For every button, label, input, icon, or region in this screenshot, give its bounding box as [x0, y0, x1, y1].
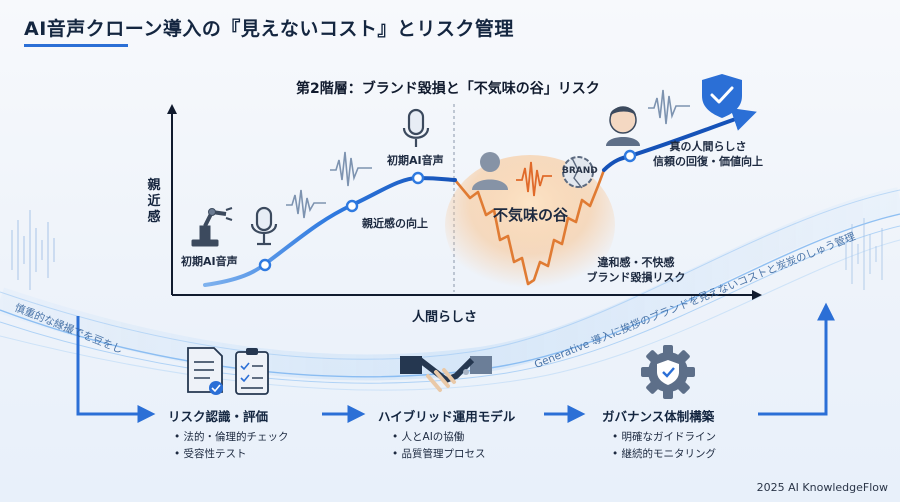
microphone-icon	[250, 206, 278, 246]
person-silhouette-icon	[472, 152, 508, 190]
page-title: AI音声クローン導入の『見えないコスト』とリスク管理	[24, 18, 514, 40]
label-true-human-line2: 信頼の回復・価値向上	[653, 155, 763, 168]
human-avatar-icon	[606, 106, 640, 146]
point-early-ai-peak	[411, 171, 425, 185]
shield-check-icon	[702, 74, 742, 118]
step-title: ガバナンス体制構築	[602, 409, 715, 424]
step-hybrid-model: ハイブリッド運用モデル 人とAIの協働 品質管理プロセス	[378, 406, 515, 463]
label-discomfort-line1: 違和感・不快感	[597, 256, 675, 269]
sound-wave-right	[845, 218, 883, 290]
layer-title: 第2階層：ブランド毀損と「不気味の谷」リスク	[296, 81, 600, 97]
x-axis-label: 人間らしさ	[412, 310, 478, 325]
flow-arrow-return	[758, 302, 835, 416]
broken-brand-gear-icon	[562, 156, 594, 189]
label-affinity-rise: 親近感の向上	[362, 217, 428, 230]
label-uncanny-valley: 不気味の谷	[493, 206, 569, 224]
brand-badge-text: BRAND	[562, 166, 598, 176]
robot-human-handshake-icon	[400, 356, 492, 392]
label-early-ai-voice: 初期AI音声	[181, 255, 238, 268]
y-axis-label: 親近感	[147, 178, 161, 225]
gear-shield-icon	[641, 345, 695, 399]
flow-arrow-entry	[76, 316, 156, 423]
label-true-human: 真の人間らしさ 信頼の回復・価値向上	[648, 139, 768, 169]
waveform-icon-3	[648, 89, 690, 125]
waveform-icon-2	[330, 151, 372, 187]
step-bullet: 人とAIの協働	[392, 429, 515, 446]
point-true-human	[623, 149, 637, 163]
point-affinity-rise	[345, 199, 359, 213]
chart-axes	[167, 104, 762, 300]
step-risk-assessment: リスク認識・評価 法的・倫理的チェック 受容性テスト	[168, 406, 289, 463]
step-governance: ガバナンス体制構築 明確なガイドライン 継続的モニタリング	[602, 406, 716, 463]
point-early-ai	[258, 258, 272, 272]
step-title: リスク認識・評価	[168, 409, 269, 424]
checklist-documents-icon	[187, 347, 269, 395]
distorted-wave-icon	[516, 161, 552, 197]
microphone-icon-peak	[402, 108, 430, 147]
sound-wave-left	[11, 210, 55, 290]
valley-jagged-line	[454, 169, 606, 286]
affinity-curve-rise	[203, 175, 457, 287]
curve-points	[258, 149, 637, 272]
step-bullet: 受容性テスト	[174, 446, 289, 463]
affinity-curve-recovery	[602, 107, 757, 172]
label-true-human-line1: 真の人間らしさ	[669, 140, 747, 153]
step-bullet: 法的・倫理的チェック	[174, 429, 289, 446]
robot-arm-icon	[191, 207, 233, 247]
label-discomfort-line2: ブランド毀損リスク	[586, 271, 686, 284]
waveform-icon	[286, 189, 326, 219]
footer-credit: 2025 AI KnowledgeFlow	[756, 481, 888, 494]
step-title: ハイブリッド運用モデル	[378, 409, 516, 424]
step-bullet: 明確なガイドライン	[612, 429, 717, 446]
label-early-ai-voice-peak: 初期AI音声	[387, 154, 444, 167]
label-discomfort: 違和感・不快感 ブランド毀損リスク	[586, 255, 686, 285]
step-bullet: 継続的モニタリング	[612, 446, 717, 463]
title-underline	[24, 44, 128, 47]
step-bullet: 品質管理プロセス	[392, 446, 515, 463]
